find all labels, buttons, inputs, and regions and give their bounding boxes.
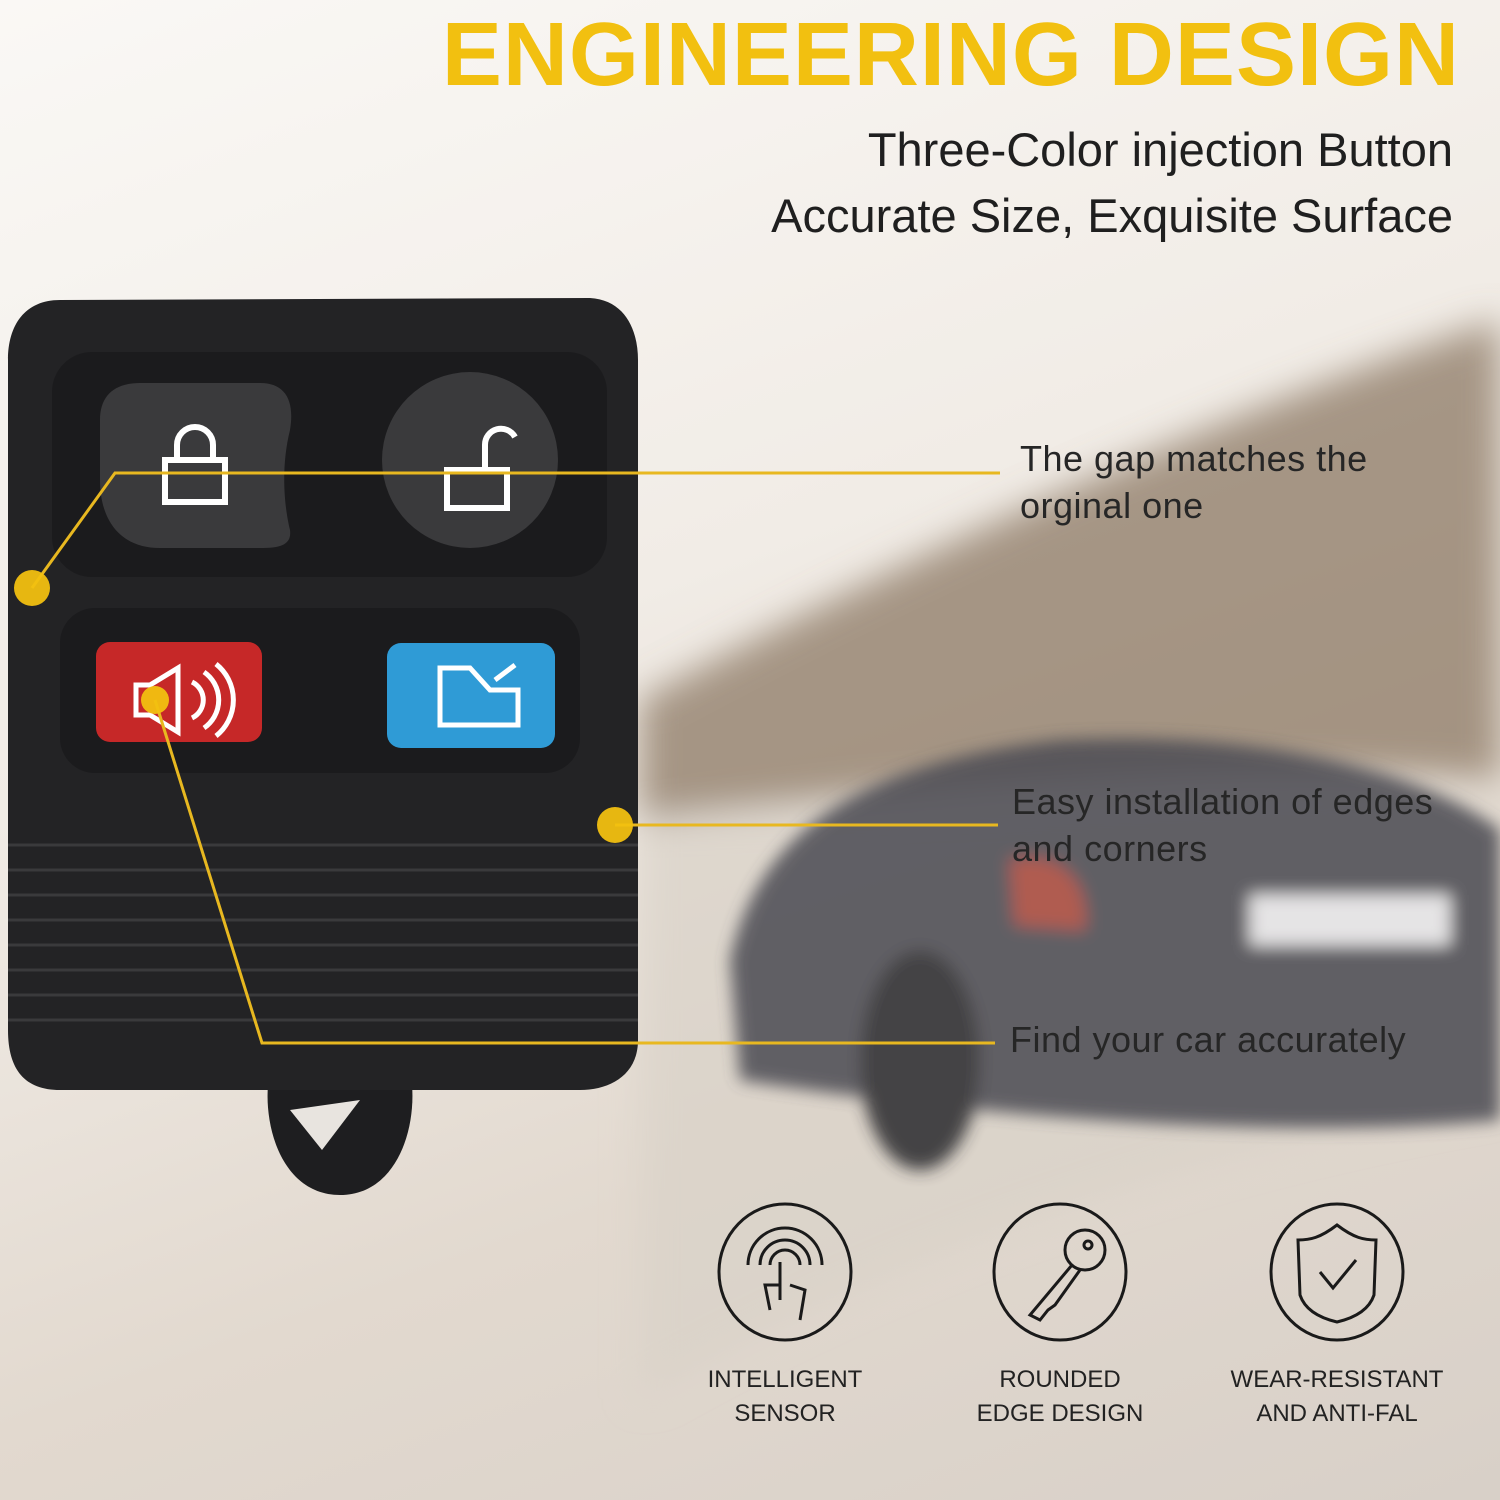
subtitle-line-2: Accurate Size, Exquisite Surface [771, 189, 1453, 242]
page-title: ENGINEERING DESIGN [441, 5, 1460, 105]
feature-intelligent-sensor: INTELLIGENT SENSOR [655, 1363, 915, 1431]
feature-label-line-2: EDGE DESIGN [976, 1400, 1144, 1427]
callout-gap: The gap matches the orginal one [1020, 435, 1368, 529]
feature-rounded-edge: ROUNDED EDGE DESIGN [930, 1363, 1190, 1431]
feature-label-line-1: INTELLIGENT [707, 1366, 863, 1393]
subtitle-line-1: Three-Color injection Button [867, 123, 1453, 176]
shield-check-icon [1269, 1202, 1405, 1342]
feature-label-line-2: SENSOR [734, 1400, 836, 1427]
callout-gap-line-1: The gap matches the [1020, 438, 1368, 479]
callout-find-car: Find your car accurately [1010, 1016, 1406, 1063]
panic-alarm-button[interactable] [96, 642, 262, 742]
callout-gap-line-2: orginal one [1020, 485, 1204, 526]
feature-wear-resistant: WEAR-RESISTANT AND ANTI-FAL [1207, 1363, 1467, 1431]
feature-label-line-1: ROUNDED [999, 1366, 1121, 1393]
callout-dots [14, 570, 633, 843]
trunk-button[interactable] [387, 643, 555, 748]
panic-alarm-icon [133, 662, 236, 738]
feature-label-line-2: AND ANTI-FAL [1256, 1400, 1418, 1427]
callout-edges-line-2: and corners [1012, 828, 1208, 869]
touch-fingerprint-icon [717, 1202, 853, 1342]
callout-edges-line-1: Easy installation of edges [1012, 781, 1434, 822]
lock-icon [162, 424, 228, 505]
unlock-button[interactable] [382, 372, 558, 548]
trunk-icon [437, 663, 521, 728]
feature-label-line-1: WEAR-RESISTANT [1230, 1366, 1444, 1393]
unlock-icon [444, 425, 518, 511]
blurred-car [730, 738, 1500, 1170]
callout-lines [30, 471, 1000, 1045]
lock-button[interactable] [100, 383, 292, 548]
callout-edges: Easy installation of edges and corners [1012, 778, 1433, 872]
key-icon [992, 1202, 1128, 1342]
callout-find-car-line-1: Find your car accurately [1010, 1019, 1407, 1060]
